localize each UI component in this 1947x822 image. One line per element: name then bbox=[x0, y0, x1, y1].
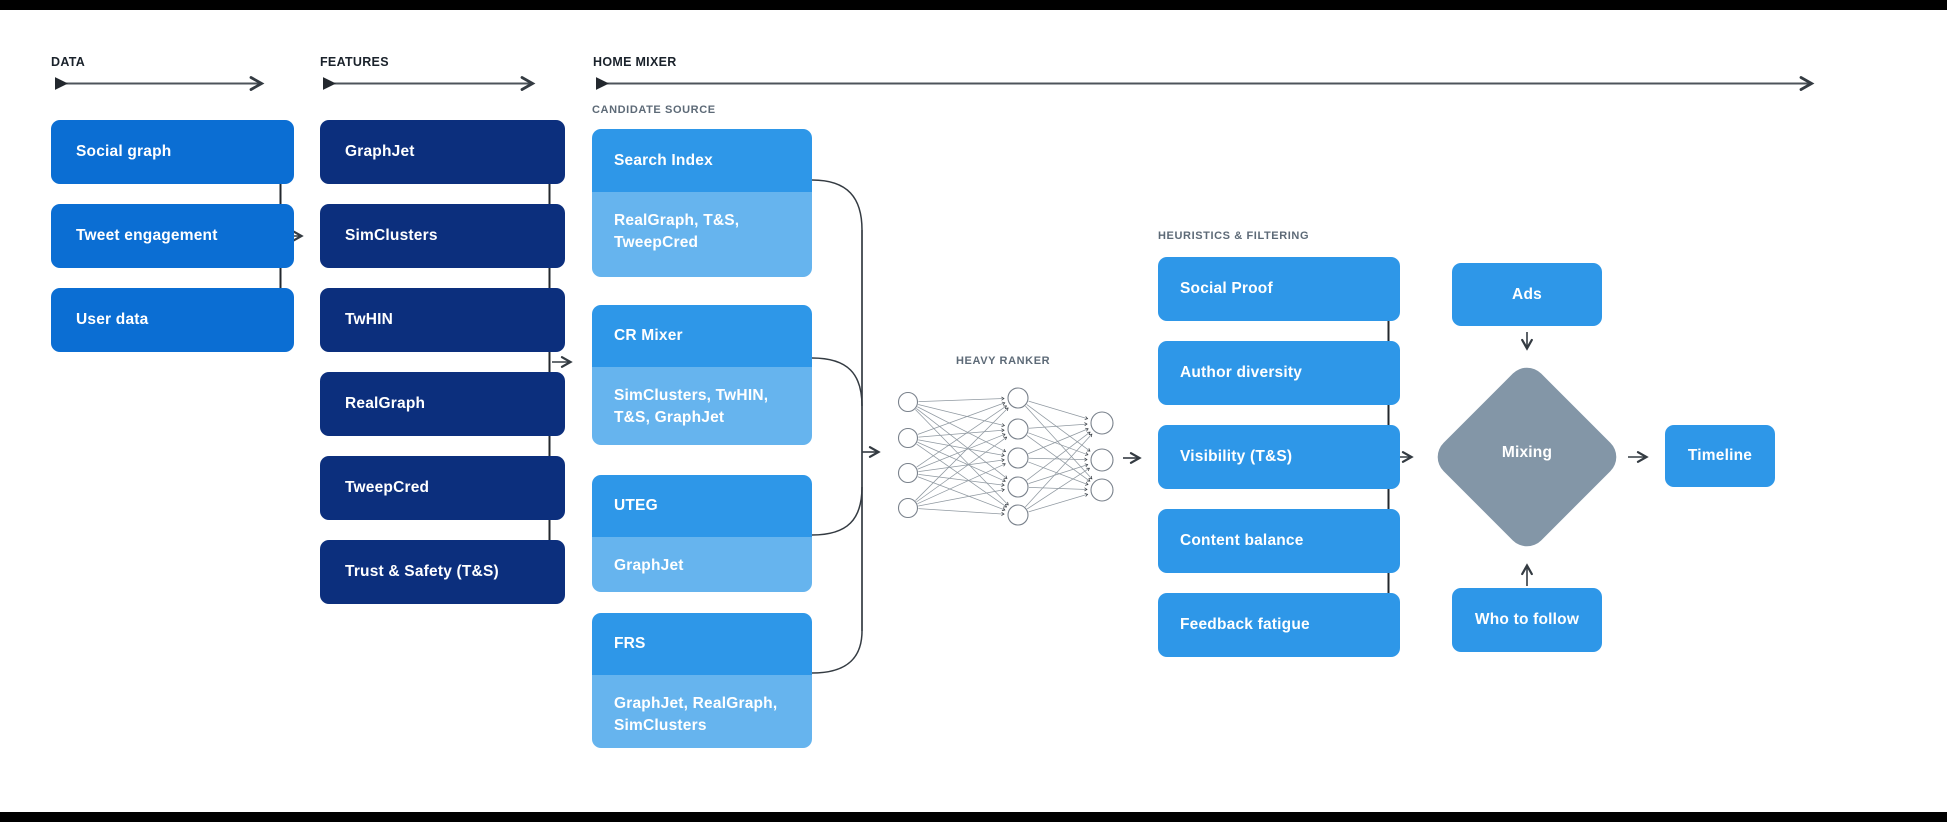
flow-arrows bbox=[283, 230, 1649, 586]
neuron-node bbox=[1007, 387, 1029, 409]
heuristic-box-1: Author diversity bbox=[1158, 341, 1400, 405]
neuron-node bbox=[897, 391, 919, 413]
section-label-home-mixer: HOME MIXER bbox=[593, 55, 677, 69]
neuron-node bbox=[1007, 476, 1029, 498]
neuron-node bbox=[1007, 418, 1029, 440]
label-heavy-ranker: HEAVY RANKER bbox=[956, 355, 1051, 367]
neuron-node bbox=[1090, 448, 1114, 472]
heuristic-box-3: Content balance bbox=[1158, 509, 1400, 573]
candidate-merge-curves bbox=[811, 179, 863, 674]
label-heuristics-filtering: HEURISTICS & FILTERING bbox=[1158, 230, 1310, 242]
candidate-source-dependencies: GraphJet, RealGraph, SimClusters bbox=[592, 675, 812, 748]
candidate-source-name: UTEG bbox=[592, 475, 812, 537]
section-label-data: DATA bbox=[51, 55, 86, 69]
feature-box-5: Trust & Safety (T&S) bbox=[320, 540, 565, 604]
who-to-follow-box: Who to follow bbox=[1452, 588, 1602, 652]
section-label-features: FEATURES bbox=[320, 55, 389, 69]
ads-box: Ads bbox=[1452, 263, 1602, 326]
feature-box-4: TweepCred bbox=[320, 456, 565, 520]
neuron-node bbox=[1090, 411, 1114, 435]
heuristic-box-0: Social Proof bbox=[1158, 257, 1400, 321]
heavy-ranker-nodes bbox=[897, 387, 1114, 526]
data-box-0: Social graph bbox=[51, 120, 294, 184]
bottom-black-bar bbox=[0, 812, 1947, 822]
feature-box-1: SimClusters bbox=[320, 204, 565, 268]
heuristic-box-4: Feedback fatigue bbox=[1158, 593, 1400, 657]
candidate-source-dependencies: GraphJet bbox=[592, 537, 812, 592]
heavy-ranker-edges bbox=[915, 396, 1093, 516]
neuron-node bbox=[897, 462, 919, 484]
timeline-box: Timeline bbox=[1665, 425, 1775, 487]
neuron-node bbox=[897, 497, 919, 519]
candidate-source-name: CR Mixer bbox=[592, 305, 812, 367]
label-candidate-source: CANDIDATE SOURCE bbox=[592, 104, 716, 116]
mixing-diamond-label: Mixing bbox=[1501, 444, 1553, 461]
mixing-diamond bbox=[1437, 367, 1617, 547]
feature-box-0: GraphJet bbox=[320, 120, 565, 184]
candidate-source-name: Search Index bbox=[592, 129, 812, 192]
feature-box-3: RealGraph bbox=[320, 372, 565, 436]
top-black-bar bbox=[0, 0, 1947, 10]
candidate-source-name: FRS bbox=[592, 613, 812, 675]
heuristic-box-2: Visibility (T&S) bbox=[1158, 425, 1400, 489]
data-box-1: Tweet engagement bbox=[51, 204, 294, 268]
candidate-source-dependencies: RealGraph, T&S, TweepCred bbox=[592, 192, 812, 277]
neuron-node bbox=[1007, 504, 1029, 526]
neuron-node bbox=[897, 427, 919, 449]
candidate-source-dependencies: SimClusters, TwHIN, T&S, GraphJet bbox=[592, 367, 812, 445]
feature-box-2: TwHIN bbox=[320, 288, 565, 352]
data-box-2: User data bbox=[51, 288, 294, 352]
neuron-node bbox=[1007, 447, 1029, 469]
neuron-node bbox=[1090, 478, 1114, 502]
